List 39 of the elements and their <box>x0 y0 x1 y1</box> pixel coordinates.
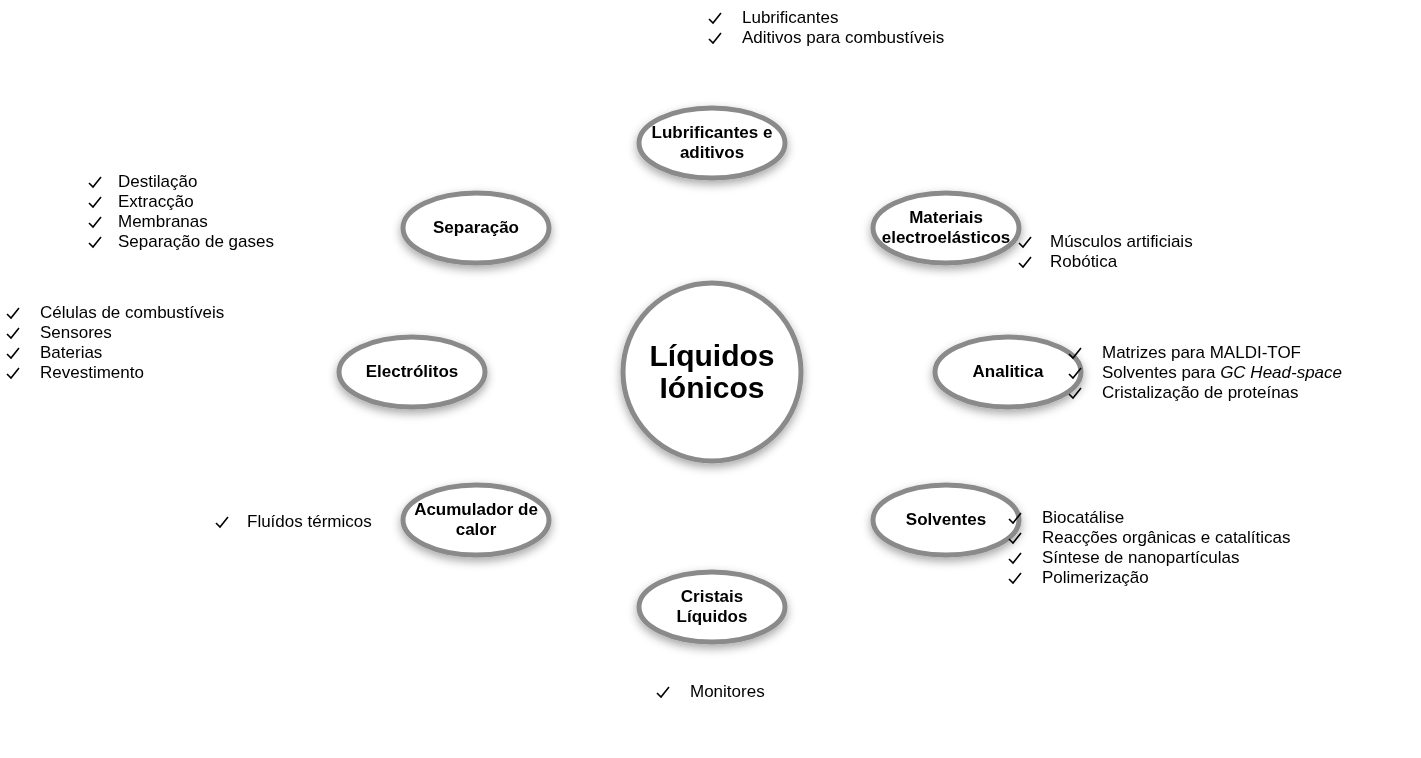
category-label: Materiais electroelásticos <box>880 208 1012 248</box>
list-item-text: Células de combustíveis <box>40 303 225 323</box>
category-ellipse <box>870 190 1022 266</box>
category-ellipse <box>400 190 552 266</box>
list-item-text: Revestimento <box>40 363 144 383</box>
category-label: Separação <box>433 218 519 238</box>
list-item-text: Monitores <box>690 682 765 702</box>
category-label: Analitica <box>972 362 1044 382</box>
list-item-text: Extracção <box>118 192 194 212</box>
category-ellipse <box>336 334 488 410</box>
list-item-text: Lubrificantes <box>742 8 839 28</box>
list-item-text: Fluídos térmicos <box>247 512 372 532</box>
list-item-text: Aditivos para combustíveis <box>742 28 945 48</box>
list-item-text: Matrizes para MALDI-TOF <box>1102 343 1301 363</box>
category-label: Cristais Líquidos <box>675 587 749 627</box>
category-ellipse <box>870 482 1022 558</box>
category-label: Solventes <box>905 510 987 530</box>
category-label: Electrólitos <box>365 362 459 382</box>
category-label: Acumulador de calor <box>413 500 539 540</box>
list-item-text: Membranas <box>118 212 208 232</box>
list-item-text: Robótica <box>1050 252 1118 272</box>
list-item-text: Biocatálise <box>1042 508 1125 528</box>
list-item-text: Sensores <box>40 323 112 343</box>
list-item-text: Polimerização <box>1042 568 1149 588</box>
list-item-text: Solventes para GC Head-space <box>1102 363 1343 383</box>
list-item-text: Separação de gases <box>118 232 274 252</box>
center-title: Líquidos Iónicos <box>648 340 776 404</box>
category-ellipse <box>932 334 1084 410</box>
list-item-text: Reacções orgânicas e catalíticas <box>1042 528 1291 548</box>
list-item-text: Cristalização de proteínas <box>1102 383 1299 403</box>
list-item-text: Síntese de nanopartículas <box>1042 548 1240 568</box>
category-ellipse <box>636 105 788 181</box>
center-circle <box>620 280 804 464</box>
category-ellipse <box>636 569 788 645</box>
list-item-text: Baterias <box>40 343 103 363</box>
category-label: Lubrificantes e aditivos <box>650 123 774 163</box>
list-item-text: Destilação <box>118 172 198 192</box>
category-ellipse <box>400 482 552 558</box>
list-item-text: Músculos artificiais <box>1050 232 1193 252</box>
